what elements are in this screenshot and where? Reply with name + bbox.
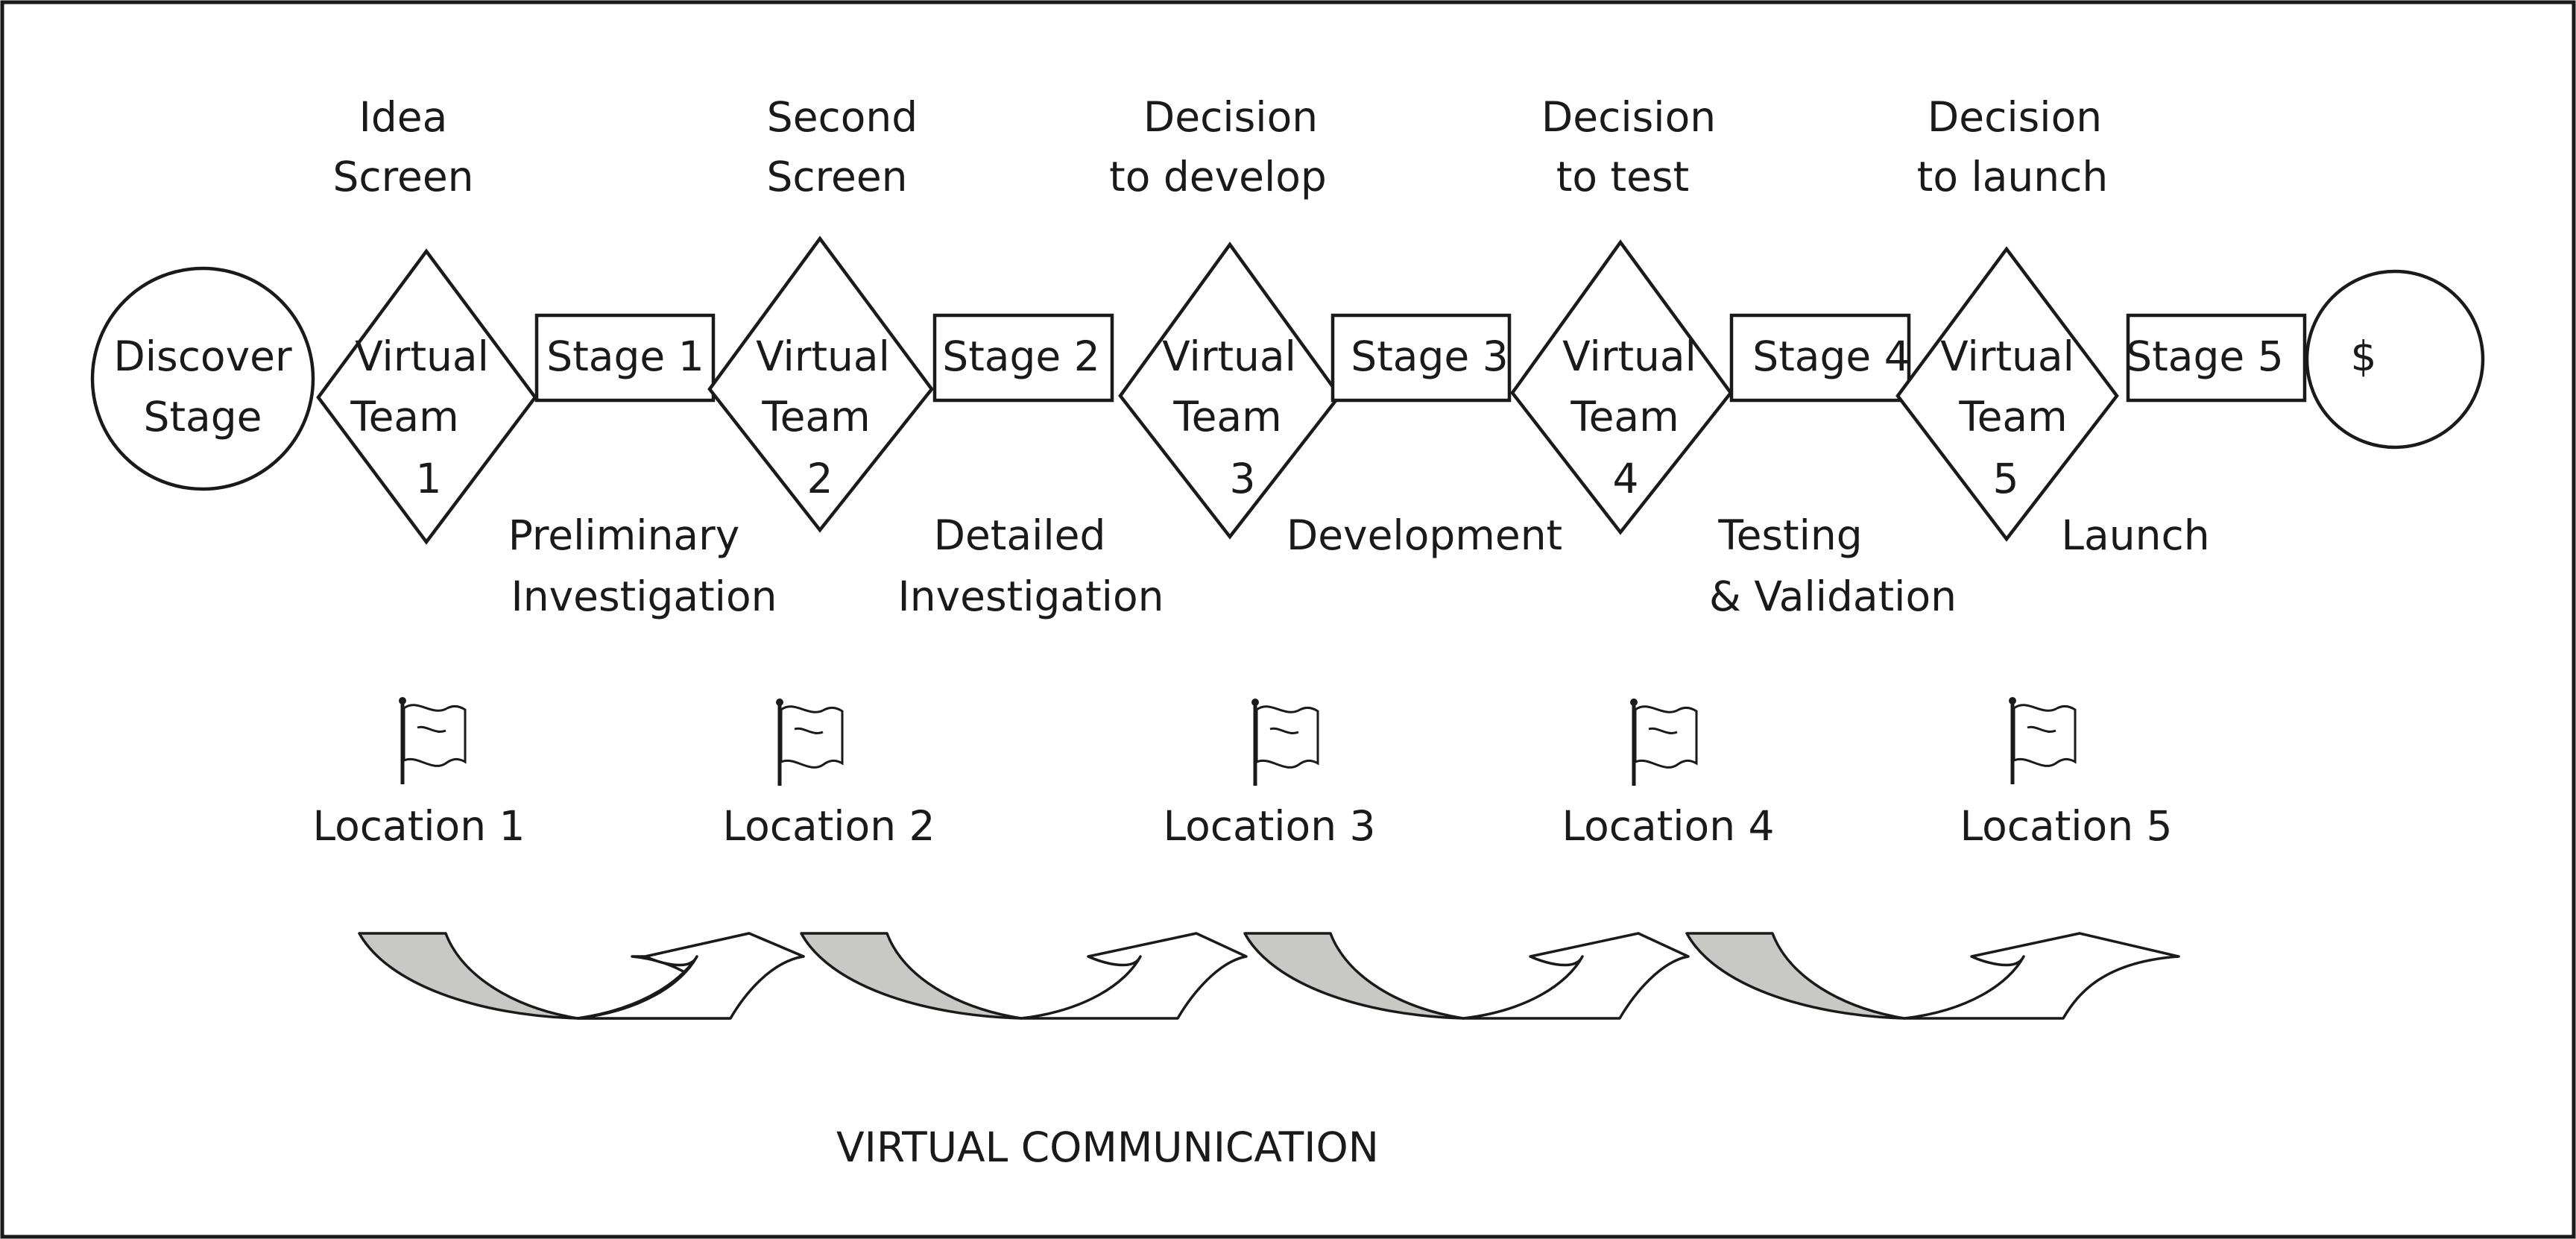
communication-arrow-3 bbox=[1243, 932, 1690, 1020]
stage-3-desc-line1: Development bbox=[1287, 511, 1562, 559]
stage-1-desc-line2: Investigation bbox=[511, 573, 777, 620]
stage-1-box bbox=[534, 313, 716, 403]
gate-1-title-line1: Idea bbox=[359, 93, 448, 141]
gate-5-title-line1: Decision bbox=[1928, 93, 2102, 141]
stage-5-box bbox=[2126, 313, 2307, 403]
stage-1-label: Stage 1 bbox=[546, 332, 704, 380]
discover-stage-circle bbox=[90, 266, 315, 491]
stage-4-desc-line1: Testing bbox=[1717, 511, 1862, 559]
communication-arrow-1 bbox=[358, 932, 805, 1020]
stage-2: Stage 2 Detailed Investigation bbox=[898, 313, 1164, 620]
stage-2-desc-line2: Investigation bbox=[898, 573, 1164, 620]
location-4-label: Location 4 bbox=[1562, 802, 1774, 850]
start-node-label-line2: Stage bbox=[144, 393, 262, 441]
gate-4-title-line2: to test bbox=[1556, 153, 1689, 201]
gate-2-team-line2: Team bbox=[761, 393, 870, 441]
gate-1-diamond bbox=[316, 248, 537, 545]
stage-3-box bbox=[1330, 313, 1512, 403]
gate-2-diamond bbox=[707, 236, 934, 533]
stage-1-desc-line1: Preliminary bbox=[508, 511, 740, 559]
location-2-label: Location 2 bbox=[722, 802, 935, 850]
start-node: Discover Stage bbox=[90, 266, 315, 491]
location-1: Location 1 bbox=[312, 697, 525, 850]
gate-2: Second Screen Virtual Team 2 bbox=[707, 93, 934, 533]
flag-icon bbox=[2009, 697, 2077, 784]
stage-4: Stage 4 Testing & Validation bbox=[1709, 313, 1957, 620]
stage-5-desc-line1: Launch bbox=[2061, 511, 2209, 559]
location-5-label: Location 5 bbox=[1960, 802, 2172, 850]
gate-2-team-line1: Virtual bbox=[756, 332, 890, 380]
communication-arrows bbox=[358, 932, 2180, 1020]
gate-1-team-line2: Team bbox=[350, 393, 458, 441]
location-4: Location 4 bbox=[1562, 699, 1775, 850]
gate-4-title-line1: Decision bbox=[1541, 93, 1716, 141]
location-3: Location 3 bbox=[1163, 699, 1376, 850]
gate-4-team-line1: Virtual bbox=[1562, 332, 1696, 380]
gate-3-diamond bbox=[1118, 242, 1342, 540]
stage-3-label: Stage 3 bbox=[1351, 332, 1508, 380]
start-node-label-line1: Discover bbox=[113, 332, 292, 380]
stage-2-label: Stage 2 bbox=[942, 332, 1099, 380]
gate-1-title-line2: Screen bbox=[332, 153, 473, 201]
location-2: Location 2 bbox=[722, 699, 935, 850]
gate-2-title-line1: Second bbox=[767, 93, 918, 141]
flag-icon bbox=[1251, 699, 1319, 786]
gate-3-title-line1: Decision bbox=[1143, 93, 1318, 141]
gate-3-team-line2: Team bbox=[1172, 393, 1281, 441]
gate-5-team-line2: Team bbox=[1958, 393, 2067, 441]
stage-3: Stage 3 Development bbox=[1287, 313, 1562, 559]
gate-1: Idea Screen Virtual Team 1 bbox=[316, 93, 537, 545]
stage-5: Stage 5 Launch bbox=[2061, 313, 2307, 559]
gate-1-team-line3: 1 bbox=[416, 455, 442, 502]
gate-5: Decision to launch Virtual Team 5 bbox=[1895, 93, 2119, 542]
virtual-communication-label: VIRTUAL COMMUNICATION bbox=[836, 1123, 1379, 1171]
flag-icon bbox=[399, 697, 467, 784]
gate-3-title-line2: to develop bbox=[1109, 153, 1327, 201]
gate-4: Decision to test Virtual Team 4 bbox=[1510, 93, 1733, 535]
stage-4-label: Stage 4 bbox=[1752, 332, 1910, 380]
dollar-end-circle bbox=[2305, 269, 2485, 450]
gate-4-team-line2: Team bbox=[1570, 393, 1679, 441]
end-node-label: $ bbox=[2351, 332, 2377, 380]
stage-4-box bbox=[1729, 313, 1911, 403]
gate-5-team-line3: 5 bbox=[1993, 455, 2019, 502]
gate-2-team-line3: 2 bbox=[807, 455, 833, 502]
stage-2-desc-line1: Detailed bbox=[934, 511, 1106, 559]
gate-5-team-line1: Virtual bbox=[1940, 332, 2074, 380]
location-5: Location 5 bbox=[1960, 697, 2173, 850]
gate-3-team-line1: Virtual bbox=[1162, 332, 1296, 380]
stage-2-box bbox=[932, 313, 1114, 403]
flag-icon bbox=[776, 699, 844, 786]
location-3-label: Location 3 bbox=[1163, 802, 1375, 850]
gate-4-team-line3: 4 bbox=[1613, 455, 1639, 502]
stage-5-label: Stage 5 bbox=[2126, 332, 2283, 380]
flag-icon bbox=[1630, 699, 1698, 786]
stage-1: Stage 1 Preliminary Investigation bbox=[508, 313, 777, 620]
communication-arrow-4 bbox=[1685, 932, 2180, 1020]
gate-2-title-line2: Screen bbox=[766, 153, 907, 201]
gate-3: Decision to develop Virtual Team 3 bbox=[1109, 93, 1342, 540]
gate-1-team-line1: Virtual bbox=[355, 332, 489, 380]
gate-5-title-line2: to launch bbox=[1917, 153, 2109, 201]
gate-4-diamond bbox=[1510, 239, 1733, 535]
gate-5-diamond bbox=[1895, 246, 2119, 542]
gate-3-team-line3: 3 bbox=[1230, 455, 1256, 502]
end-node: $ bbox=[2305, 269, 2485, 450]
location-1-label: Location 1 bbox=[312, 802, 525, 850]
communication-arrow-2 bbox=[800, 932, 1248, 1020]
stage-4-desc-line2: & Validation bbox=[1709, 573, 1957, 620]
